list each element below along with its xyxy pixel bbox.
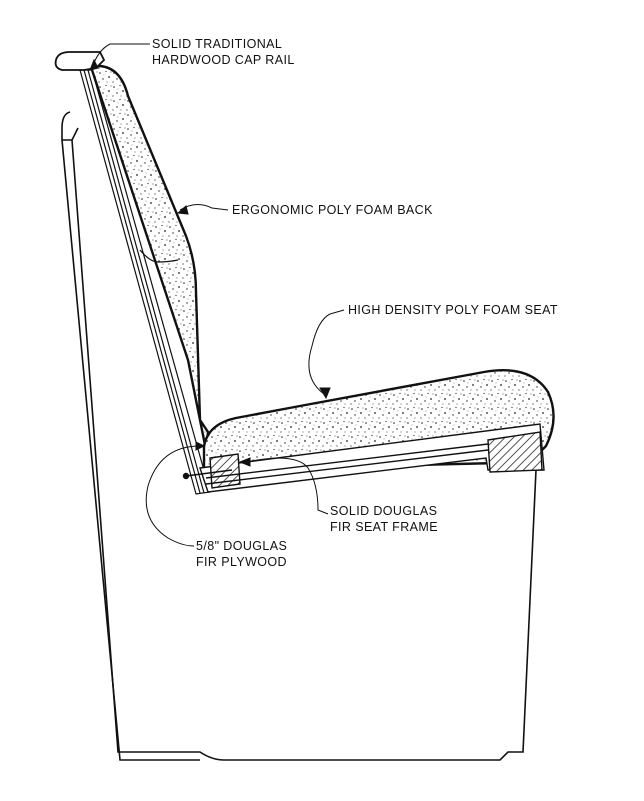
callout-foam-back: ERGONOMIC POLY FOAM BACK xyxy=(232,202,433,218)
leader-plywood xyxy=(145,445,201,547)
callout-cap-rail-line1: SOLID TRADITIONAL xyxy=(152,37,283,51)
callout-foam-back-line1: ERGONOMIC POLY FOAM BACK xyxy=(232,203,433,217)
callout-plywood-line1: 5/8" DOUGLAS xyxy=(196,539,288,553)
callout-seat-frame: SOLID DOUGLAS FIR SEAT FRAME xyxy=(330,503,438,535)
callout-seat-frame-line2: FIR SEAT FRAME xyxy=(330,520,438,534)
fastener-screw xyxy=(182,469,233,480)
booth-base xyxy=(61,111,537,761)
callout-foam-seat-line1: HIGH DENSITY POLY FOAM SEAT xyxy=(348,303,558,317)
callout-plywood-line2: FIR PLYWOOD xyxy=(196,555,287,569)
leader-seat-frame xyxy=(245,457,329,515)
leader-foam-seat xyxy=(308,309,345,395)
callout-cap-rail: SOLID TRADITIONAL HARDWOOD CAP RAIL xyxy=(152,36,295,68)
seat-frame xyxy=(199,423,545,493)
foam-back-cushion xyxy=(90,64,210,451)
callout-seat-frame-line1: SOLID DOUGLAS xyxy=(330,504,438,518)
callout-foam-seat: HIGH DENSITY POLY FOAM SEAT xyxy=(348,302,558,318)
back-inner-curve xyxy=(139,249,179,263)
leader-lines xyxy=(89,43,345,547)
callout-cap-rail-line2: HARDWOOD CAP RAIL xyxy=(152,53,295,67)
callout-plywood: 5/8" DOUGLAS FIR PLYWOOD xyxy=(196,538,287,570)
leader-cap-rail-arrow xyxy=(89,58,99,71)
